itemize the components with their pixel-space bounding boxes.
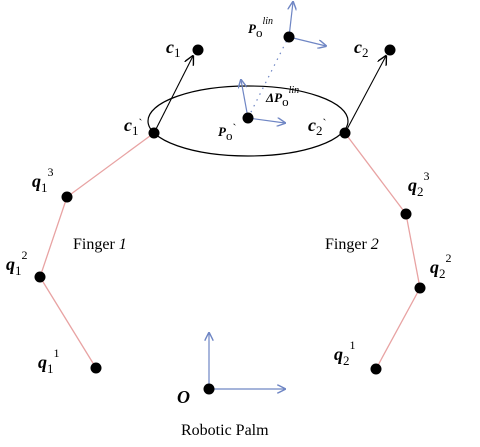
object-point-initial-dot — [242, 112, 254, 124]
label-q2-2: q22 — [430, 251, 452, 281]
joint-q1-1-dot — [90, 362, 102, 374]
label-q1-1: q11 — [38, 346, 60, 376]
object-frame-initial-y-arrow — [241, 80, 249, 119]
label-c1: c1 — [166, 37, 181, 60]
joint-q2-3-dot — [400, 208, 412, 220]
object-frame-displaced — [289, 2, 326, 46]
label-c2: c2 — [354, 37, 369, 60]
palm-origin-dot — [203, 383, 215, 395]
object-ellipse — [147, 85, 349, 157]
label-delta-p-lin: ΔPolin — [265, 85, 299, 109]
finger2-links — [344, 132, 421, 370]
finger1-links — [39, 132, 155, 369]
contact-c1-dot — [192, 44, 204, 56]
label-origin: O — [177, 387, 190, 407]
contact-c2-dot — [384, 44, 396, 56]
label-c2-prime: c2` — [308, 115, 327, 138]
joint-q2-2-dot — [414, 282, 426, 294]
label-robotic-palm: Robotic Palm — [181, 422, 269, 439]
c2-displacement-arrow — [344, 56, 386, 134]
joint-q1-2-dot — [34, 271, 46, 283]
palm-frame — [209, 333, 285, 389]
label-q2-3: q23 — [408, 169, 430, 199]
finger2-link-chain — [344, 132, 421, 370]
joint-q1-3-dot — [61, 191, 73, 203]
label-p-prime: Po` — [218, 121, 236, 143]
contact-c1-prime-dot — [148, 127, 160, 139]
contact-c2-prime-dot — [339, 127, 351, 139]
label-q1-3: q13 — [32, 165, 54, 195]
label-c1-prime: c1` — [124, 115, 143, 138]
points — [34, 31, 426, 395]
label-q1-2: q12 — [6, 248, 28, 278]
label-p-lin: Polin — [248, 16, 273, 40]
object-frame-initial — [241, 80, 285, 123]
finger1-link-chain — [39, 132, 155, 369]
object-frame-displaced-x-arrow — [288, 36, 326, 46]
object-frame-displaced-y-arrow — [289, 2, 293, 38]
object-point-displaced-dot — [283, 31, 295, 43]
joint-q2-1-dot — [370, 363, 382, 375]
c1-displacement-arrow — [153, 56, 193, 134]
label-q2-1: q21 — [334, 338, 356, 368]
object-frame-initial-x-arrow — [247, 117, 285, 123]
object-displacement-dotted — [247, 39, 288, 119]
